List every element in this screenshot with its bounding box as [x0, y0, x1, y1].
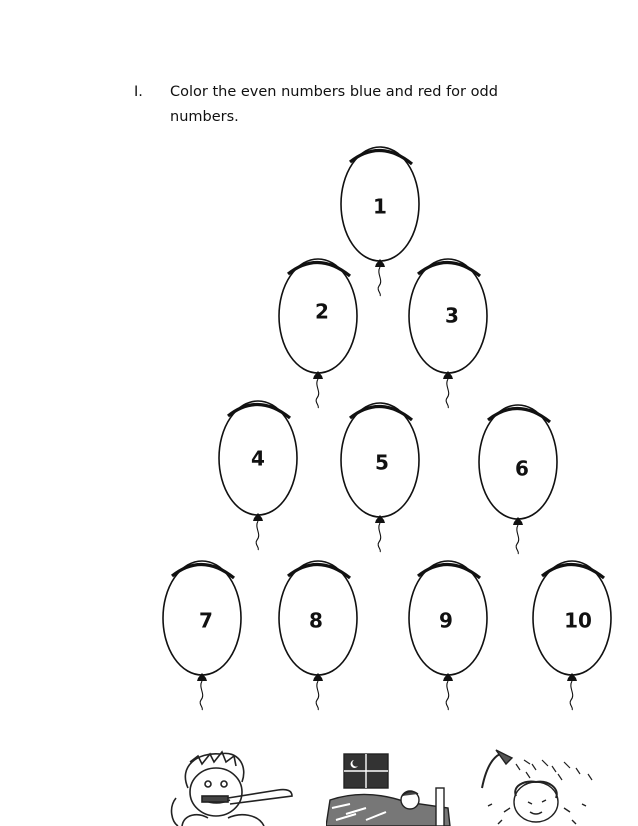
balloon-number: 10 [564, 609, 592, 633]
balloon-5: 5 [339, 401, 421, 554]
child-taking-shower-image [481, 749, 593, 825]
balloon-4: 4 [217, 399, 299, 552]
balloon-number: 4 [251, 447, 265, 471]
balloon-number: 3 [445, 304, 459, 328]
balloon-3: 3 [407, 257, 489, 410]
balloon-10: 10 [531, 559, 613, 712]
balloon-number: 2 [315, 300, 329, 324]
balloon-6: 6 [477, 403, 559, 556]
balloon-number: 9 [439, 609, 453, 633]
instruction-text: Color the even numbers blue and red for … [170, 84, 498, 125]
balloon-number: 1 [373, 195, 387, 219]
balloon-7: 7 [161, 559, 243, 712]
instruction-number: I. [134, 84, 143, 100]
balloon-8: 8 [277, 559, 359, 712]
balloon-number: 6 [515, 457, 529, 481]
balloon-2: 2 [277, 257, 359, 410]
balloon-number: 8 [309, 609, 323, 633]
balloon-9: 9 [407, 559, 489, 712]
balloon-number: 5 [375, 451, 389, 475]
balloon-number: 7 [199, 609, 213, 633]
boy-brushing-teeth-image [170, 750, 293, 826]
balloon-1: 1 [339, 145, 421, 298]
child-sleeping-in-bed-image [326, 753, 451, 826]
